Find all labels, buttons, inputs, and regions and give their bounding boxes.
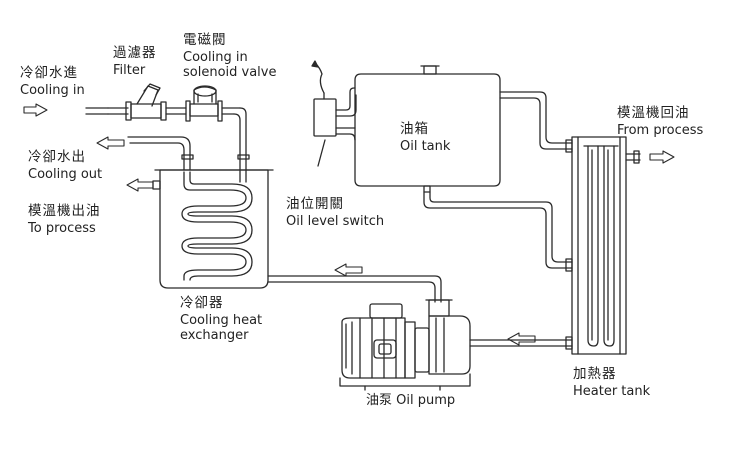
oil-pipes (267, 91, 641, 350)
cooling-in-arrow (23, 103, 48, 117)
oil-pump-label: 油泵 Oil pump (366, 393, 456, 408)
from-process-label-zh: 模溫機回油 (617, 105, 690, 121)
cooling-heat-exchanger (152, 169, 274, 289)
oil-pump (339, 299, 471, 391)
cooling-water-pipes (85, 107, 250, 171)
filter-label-en: Filter (113, 63, 146, 78)
cooling-out-label-zh: 冷卻水出 (28, 149, 86, 165)
solenoid-label-zh: 電磁閥 (183, 32, 227, 48)
to-process-label-zh: 模溫機出油 (28, 203, 101, 219)
from-process-arrow (649, 150, 675, 164)
oil-tank-label-en: Oil tank (400, 139, 451, 154)
solenoid-label-en-1: Cooling in (183, 50, 248, 65)
cooling-out-arrow (96, 136, 125, 150)
to-process-label-en: To process (28, 221, 96, 236)
filter (107, 83, 167, 121)
to-process-arrow (126, 178, 154, 192)
cooling-in-label-zh: 冷卻水進 (20, 65, 78, 81)
exchanger-label-en-1: Cooling heat (180, 313, 263, 328)
level-switch-label-zh: 油位開關 (286, 196, 344, 212)
exchanger-label-en-2: exchanger (180, 328, 249, 343)
heater-tank (571, 136, 627, 355)
oil-level-switch (311, 60, 357, 167)
return-flow-arrow (334, 263, 363, 277)
solenoid-valve (165, 85, 241, 122)
solenoid-label-en-2: solenoid valve (183, 65, 277, 80)
level-switch-label-en: Oil level switch (286, 214, 385, 229)
heater-to-pump-arrow (507, 332, 536, 346)
exchanger-coil (181, 171, 247, 281)
oil-tank (354, 65, 501, 193)
filter-label-zh: 過濾器 (113, 45, 157, 61)
cooling-out-label-en: Cooling out (28, 167, 103, 182)
from-process-label-en: From process (617, 123, 704, 138)
exchanger-label-zh: 冷卻器 (180, 295, 224, 311)
heater-label-zh: 加熱器 (573, 366, 617, 382)
cooling-in-label-en: Cooling in (20, 83, 85, 98)
oil-tank-label-zh: 油箱 (400, 121, 429, 137)
flow-arrows (23, 103, 675, 346)
heater-label-en: Heater tank (573, 384, 651, 399)
